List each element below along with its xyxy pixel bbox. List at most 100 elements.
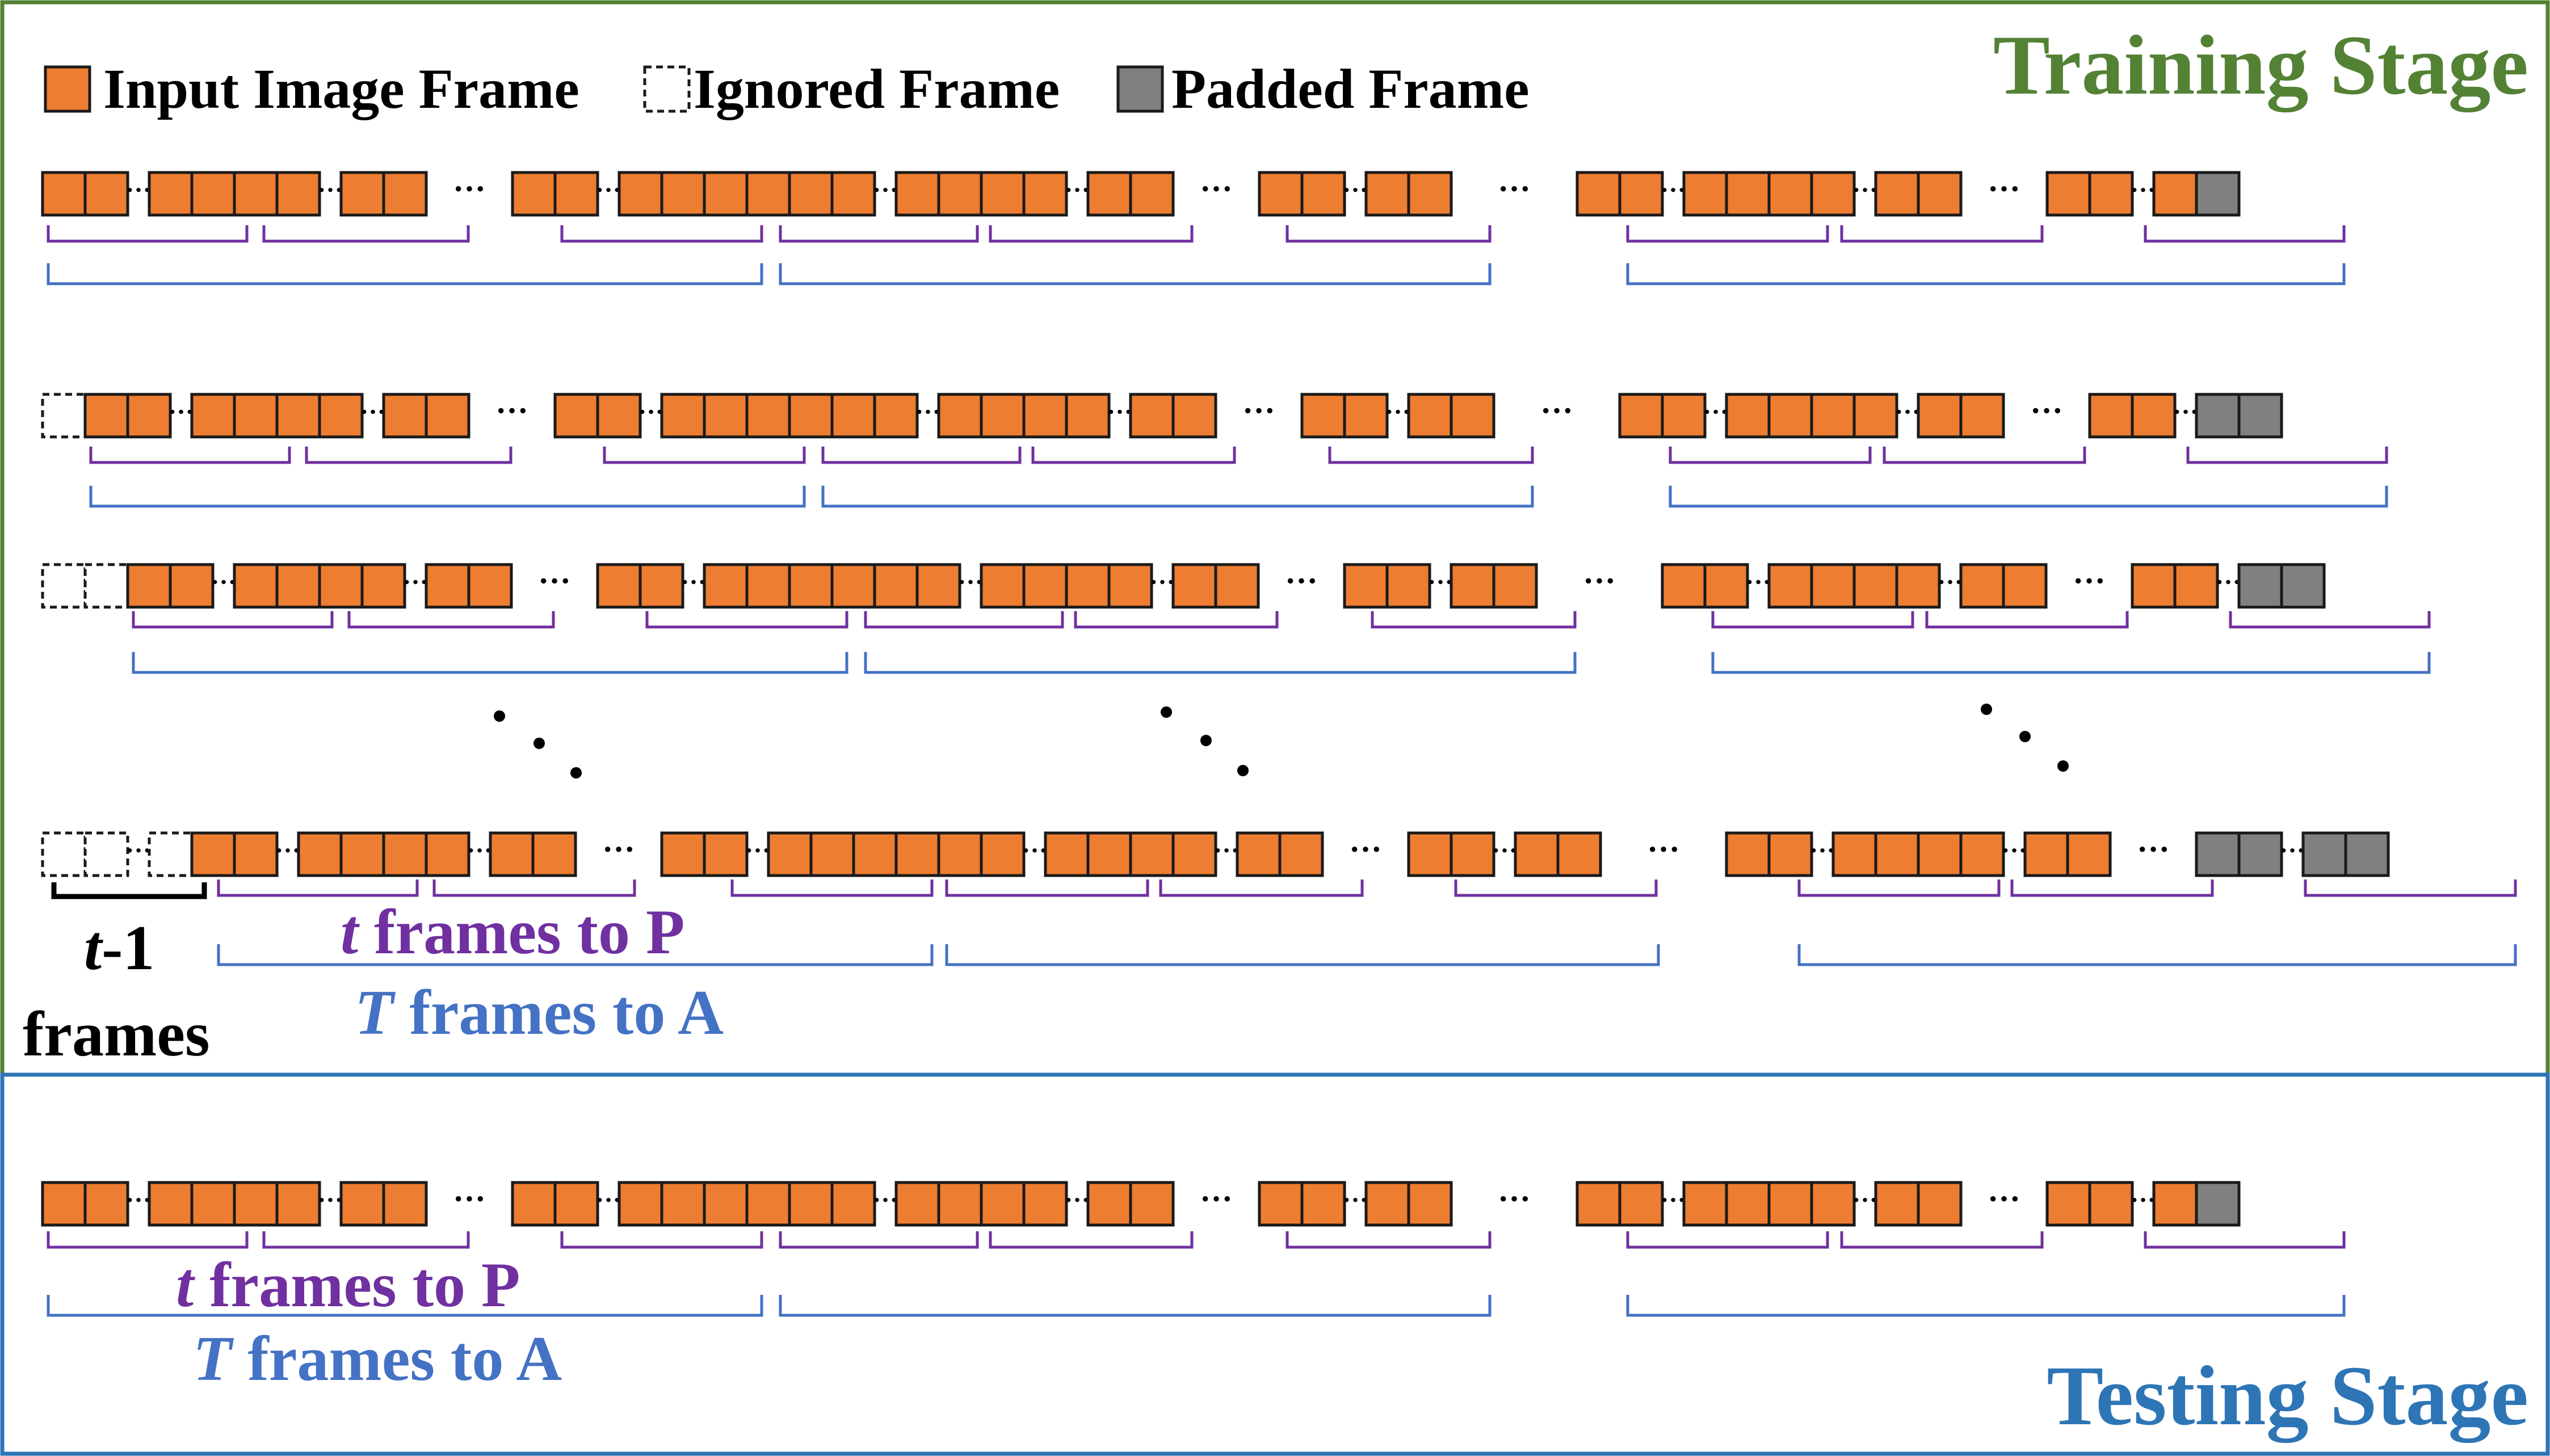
input-frame [190, 171, 236, 217]
clip-bracket-t [2144, 1231, 2346, 1249]
ellipsis: ··· [872, 1185, 898, 1214]
diagonal-dot [494, 710, 505, 722]
input-frame [1450, 831, 1495, 877]
ellipsis: ··· [317, 175, 343, 204]
input-frame [745, 171, 791, 217]
clip-bracket-t [864, 611, 1064, 629]
input-frame [596, 563, 642, 609]
ellipsis: ··· [1285, 562, 1318, 599]
input-frame [1129, 171, 1175, 217]
ellipsis: ··· [1988, 170, 2020, 207]
input-frame [148, 171, 194, 217]
input-frame [1767, 1181, 1813, 1227]
clip-bracket-T [945, 944, 1660, 966]
input-frame [1450, 563, 1495, 609]
ellipsis: ··· [1213, 836, 1240, 865]
ellipsis: ··· [1064, 175, 1090, 204]
ellipsis: ··· [2130, 1185, 2156, 1214]
input-frame [318, 563, 364, 609]
ellipsis: ··· [467, 836, 493, 865]
clip-bracket-t [989, 225, 1194, 243]
input-frame [1492, 563, 1538, 609]
input-frame [1044, 831, 1090, 877]
input-frame [1810, 563, 1856, 609]
input-frame [382, 1181, 428, 1227]
input-frame [1618, 393, 1664, 439]
input-frame [425, 563, 470, 609]
clip-bracket-t [1031, 447, 1236, 464]
input-frame [1022, 393, 1068, 439]
input-frame [660, 1181, 706, 1227]
input-frame [703, 831, 749, 877]
input-frame [703, 563, 749, 609]
input-frame [382, 393, 428, 439]
input-frame [1661, 563, 1707, 609]
input-frame [1618, 171, 1664, 217]
input-frame [2131, 393, 2177, 439]
input-frame [1364, 171, 1410, 217]
ellipsis: ··· [1660, 1185, 1686, 1214]
input-frame [830, 1181, 876, 1227]
ellipsis: ··· [317, 1185, 343, 1214]
ellipsis: ··· [1342, 175, 1368, 204]
ellipsis: ··· [1200, 170, 1233, 207]
clip-bracket-t [132, 611, 334, 629]
input-frame [703, 393, 749, 439]
T-variable: T [193, 1324, 234, 1394]
frames-to-p: frames to P [194, 1250, 520, 1320]
ellipsis: ··· [495, 392, 528, 429]
input-frame [339, 171, 385, 217]
input-frame [1874, 1181, 1920, 1227]
ellipsis: ··· [1498, 1180, 1531, 1217]
input-frame [1171, 563, 1217, 609]
ellipsis: ··· [915, 397, 941, 426]
input-frame [1725, 393, 1771, 439]
input-frame [873, 563, 919, 609]
padded-frame [2237, 831, 2283, 877]
ellipsis: ··· [1149, 567, 1175, 596]
training-row-last: ········································… [41, 831, 2517, 966]
input-frame [1895, 563, 1941, 609]
clip-bracket-T [1669, 486, 2388, 508]
clip-bracket-T [47, 1295, 763, 1317]
input-frame [1917, 171, 1963, 217]
input-frame [1725, 1181, 1771, 1227]
input-frame [937, 171, 983, 217]
input-frame [980, 1181, 1026, 1227]
clip-bracket-t [1285, 225, 1492, 243]
input-frame [1407, 831, 1453, 877]
ellipsis: ··· [957, 567, 984, 596]
ellipsis: ··· [453, 170, 486, 207]
legend-input-swatch [44, 65, 91, 113]
legend-ignored-swatch [643, 65, 691, 113]
input-frame [915, 563, 961, 609]
training-T-frames-to-a: T frames to A [355, 978, 724, 1048]
testing-T-frames-to-a: T frames to A [193, 1324, 562, 1394]
input-frame [1407, 1181, 1453, 1227]
input-frame [531, 831, 577, 877]
input-frame [2045, 1181, 2091, 1227]
ellipsis: ··· [638, 397, 664, 426]
ellipsis: ··· [1647, 831, 1680, 868]
clip-bracket-t [262, 225, 470, 243]
input-frame [1364, 1181, 1410, 1227]
T-variable: T [355, 978, 396, 1048]
input-frame [1022, 171, 1068, 217]
padded-frame [2301, 831, 2347, 877]
input-frame [2023, 831, 2069, 877]
ellipsis: ··· [1107, 397, 1133, 426]
input-frame [1300, 1181, 1346, 1227]
clip-bracket-t [1711, 611, 1914, 629]
ellipsis: ··· [2279, 836, 2305, 865]
input-frame [788, 1181, 834, 1227]
input-frame [788, 563, 834, 609]
input-frame [1618, 1181, 1664, 1227]
clip-bracket-T [1626, 1295, 2346, 1317]
input-frame [1810, 171, 1856, 217]
input-frame [788, 393, 834, 439]
clip-bracket-t [89, 447, 291, 464]
ignored-frame [83, 563, 129, 609]
input-frame [873, 393, 919, 439]
input-frame [660, 171, 706, 217]
input-frame [339, 1181, 385, 1227]
